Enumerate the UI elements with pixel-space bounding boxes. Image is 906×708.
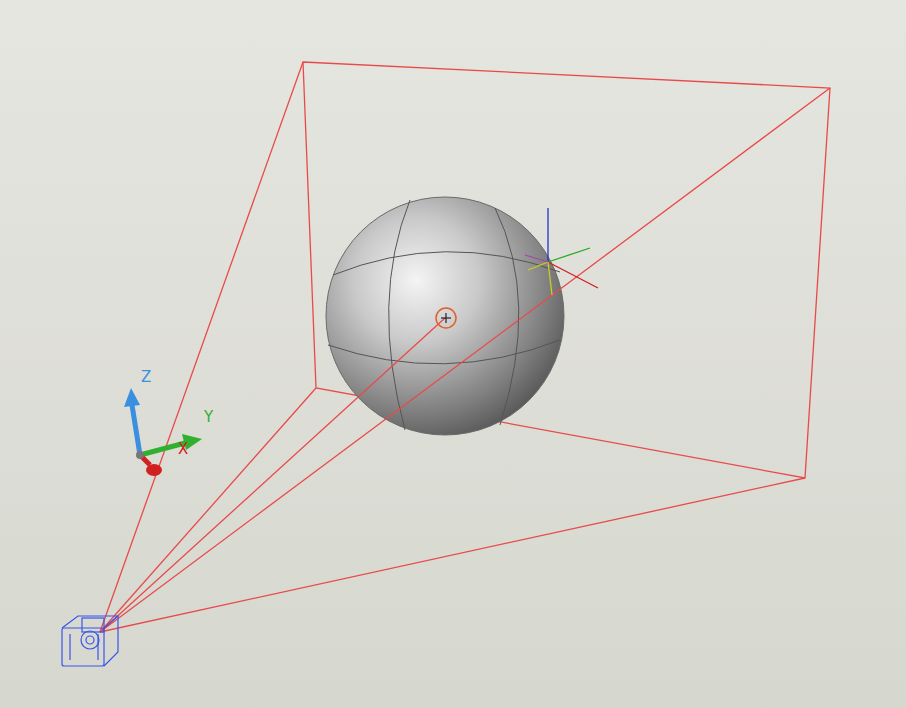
ucs-icon <box>124 388 202 476</box>
camera-glyph <box>62 616 118 666</box>
axis-label: X <box>178 441 188 457</box>
axis-label: Y <box>204 409 213 425</box>
axis-label: Z <box>141 369 151 385</box>
target-marker <box>436 308 456 328</box>
axis-gizmo <box>525 208 598 295</box>
sphere <box>326 197 564 435</box>
frustum-lines <box>100 62 830 632</box>
frustum-rect <box>303 62 830 478</box>
